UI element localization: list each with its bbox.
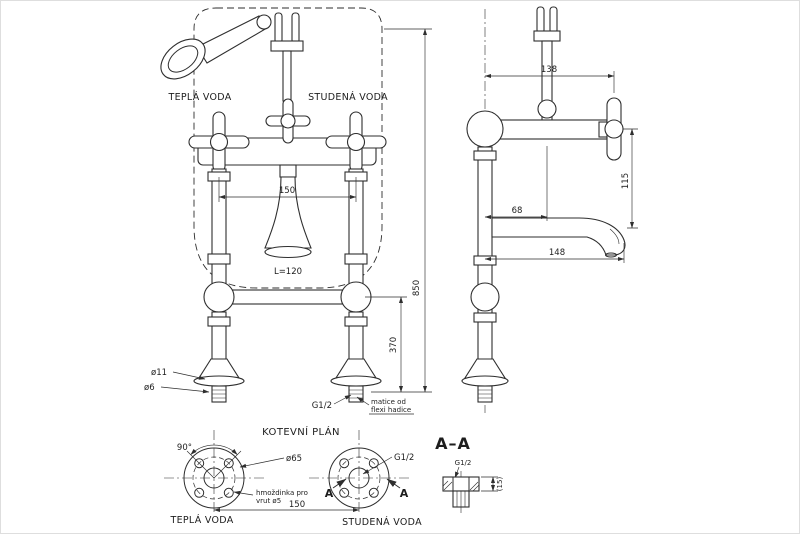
- left-pipe-collar: [207, 316, 231, 327]
- svg-text:138: 138: [541, 65, 557, 75]
- dim-370: 370: [365, 296, 407, 393]
- note-dowel: hmoždinka pro vrut ø5: [233, 489, 308, 505]
- cross-handle-right: [325, 111, 387, 173]
- hand-shower: [160, 14, 272, 80]
- svg-text:G1/2: G1/2: [394, 453, 414, 463]
- base-left: [193, 358, 245, 403]
- svg-text:150: 150: [289, 500, 305, 510]
- side-view: 138 68 115 148: [461, 6, 638, 413]
- dim-850: 850: [371, 28, 432, 393]
- svg-text:A: A: [400, 487, 409, 500]
- dim-138: 138: [484, 65, 615, 93]
- dim-68: 68: [484, 146, 548, 221]
- svg-text:ø6: ø6: [144, 383, 155, 393]
- svg-text:ø65: ø65: [286, 454, 302, 464]
- top-ball: [466, 110, 504, 148]
- section-marker-a-right: A: [386, 478, 409, 500]
- dim-150-front: 150: [218, 177, 357, 202]
- svg-text:370: 370: [389, 337, 399, 353]
- side-collar-1: [473, 150, 497, 161]
- section-title: A–A: [435, 434, 471, 453]
- cross-handle-side: [598, 97, 624, 161]
- shower-cradle: [270, 12, 304, 102]
- label-cold-water-front: STUDENÁ VODA: [308, 91, 388, 103]
- dim-15: (15): [481, 477, 504, 492]
- right-pipe-collar: [344, 316, 368, 327]
- svg-text:G1/2: G1/2: [455, 459, 472, 467]
- dim-d65: ø65: [239, 454, 302, 468]
- dim-g12-plan: G1/2: [362, 453, 414, 475]
- dim-115: 115: [621, 128, 638, 229]
- svg-text:hmoždinka pro: hmoždinka pro: [256, 489, 308, 497]
- dim-g12-front: G1/2: [312, 394, 352, 411]
- dim-d11: ø11: [151, 368, 206, 380]
- svg-text:ø11: ø11: [151, 368, 167, 378]
- side-collar-3: [473, 312, 497, 323]
- anchor-plan: KOTEVNÍ PLÁN 90° ø65: [164, 425, 422, 528]
- label-hot-water-plan: TEPLÁ VODA: [169, 514, 233, 526]
- cross-handle-left: [188, 111, 250, 173]
- svg-text:A: A: [325, 487, 334, 500]
- diverter-handle: [265, 98, 311, 144]
- svg-text:68: 68: [512, 206, 523, 216]
- side-pipe: [477, 146, 493, 362]
- front-view: TEPLÁ VODA STUDENÁ VODA 150 L=120 850 37…: [144, 7, 432, 415]
- dim-90deg: 90°: [177, 443, 242, 479]
- swing-envelope-outline: [193, 7, 383, 289]
- svg-text:850: 850: [412, 280, 422, 296]
- dim-d6: ø6: [144, 383, 210, 394]
- section-profile: [442, 471, 480, 513]
- base-right: [330, 358, 382, 403]
- ball-joint-left: [203, 281, 235, 313]
- side-ball-joint: [470, 282, 500, 312]
- dim-150-plan: 150: [213, 500, 360, 513]
- crossbar: [211, 289, 364, 305]
- dim-148: 148: [484, 243, 625, 263]
- svg-text:vrut ø5: vrut ø5: [256, 497, 281, 505]
- base-side: [461, 358, 509, 403]
- label-cold-water-plan: STUDENÁ VODA: [342, 516, 422, 528]
- shower-cradle-side: [533, 6, 561, 122]
- spout: [264, 164, 312, 259]
- svg-text:flexi hadice: flexi hadice: [371, 406, 411, 414]
- dim-g12-section: G1/2: [455, 459, 472, 479]
- note-flexi-hose: matice od flexi hadice: [356, 396, 414, 415]
- svg-text:115: 115: [621, 173, 631, 189]
- svg-text:(15): (15): [496, 477, 504, 492]
- section-marker-a-left: A: [325, 478, 347, 500]
- svg-text:90°: 90°: [177, 443, 192, 453]
- dim-L120: L=120: [274, 267, 302, 277]
- section-view: A–A G1/2 (15): [435, 434, 504, 513]
- svg-text:G1/2: G1/2: [312, 401, 332, 411]
- svg-text:148: 148: [549, 248, 565, 258]
- anchor-plan-title: KOTEVNÍ PLÁN: [262, 425, 340, 438]
- side-collar-2: [473, 255, 497, 266]
- svg-text:150: 150: [279, 186, 295, 196]
- label-hot-water-front: TEPLÁ VODA: [167, 91, 231, 103]
- svg-text:matice od: matice od: [371, 398, 406, 406]
- right-pipe: [344, 168, 368, 291]
